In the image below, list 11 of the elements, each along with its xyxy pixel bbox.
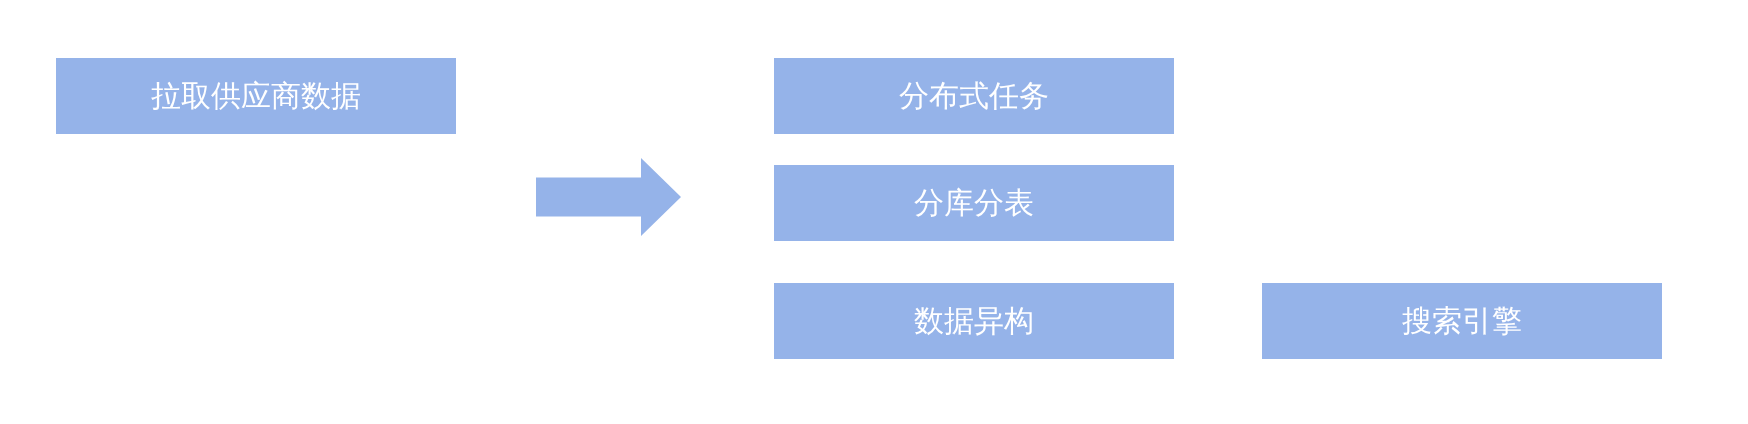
process-box [774,58,1174,134]
box-label: 搜索引擎 [1402,303,1522,339]
box-label: 拉取供应商数据 [151,78,361,114]
block-arrow [536,158,681,236]
box-label: 数据异构 [914,303,1034,339]
process-box [56,58,456,134]
box-label: 分库分表 [914,185,1034,221]
process-box [774,283,1174,359]
box-label: 分布式任务 [899,78,1049,114]
process-box [1262,283,1662,359]
process-box [774,165,1174,241]
